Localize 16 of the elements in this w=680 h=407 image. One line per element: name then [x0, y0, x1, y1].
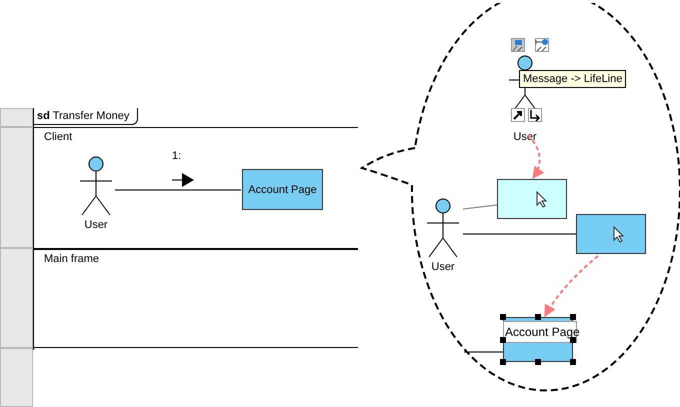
tooltip: Message -> LifeLine — [519, 70, 626, 88]
actor-label: User — [83, 219, 109, 231]
frame — [33, 108, 357, 350]
lifeline-box — [576, 214, 646, 254]
actor-label: User — [430, 261, 456, 273]
step-arrow — [527, 134, 544, 179]
lifeline-box — [497, 179, 567, 219]
text-field: Account Page — [503, 321, 577, 343]
lane-label: Main frame — [44, 253, 100, 265]
lane-label: Client — [44, 131, 72, 143]
connector-line — [462, 204, 498, 210]
edge-label: 1: — [172, 150, 182, 162]
lifeline-box: Account Page — [242, 169, 323, 210]
swimlane — [34, 248, 358, 348]
frame-title: sd Transfer Money — [34, 108, 138, 125]
step-arrow — [544, 255, 599, 318]
